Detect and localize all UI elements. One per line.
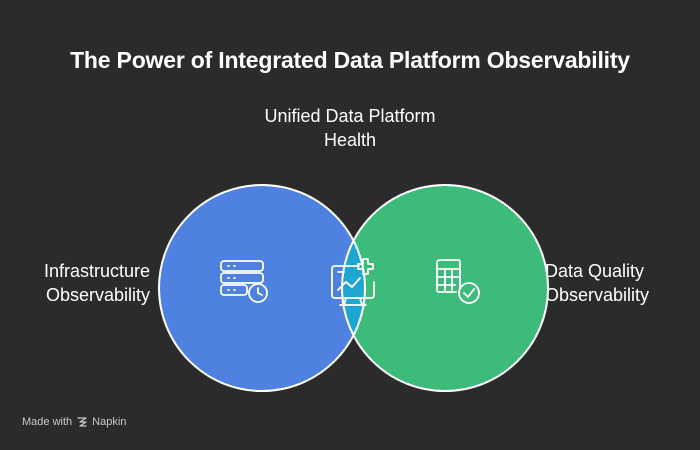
made-with-label: Made with — [22, 416, 73, 428]
table-check-icon — [436, 259, 480, 304]
server-clock-icon — [220, 260, 268, 303]
napkin-logo-icon — [77, 417, 87, 427]
label-infrastructure-observability: Infrastructure Observability — [43, 261, 150, 305]
monitor-chart-plus-icon — [331, 258, 375, 306]
label-data-quality-observability: Data Quality Observability — [545, 261, 650, 305]
label-unified-health: Unified Data Platform Health — [264, 106, 436, 150]
footer-attribution: Made with Napkin — [22, 416, 126, 428]
diagram-title: The Power of Integrated Data Platform Ob… — [70, 47, 630, 73]
circle-infrastructure — [159, 185, 365, 391]
napkin-brand-label: Napkin — [92, 416, 127, 428]
